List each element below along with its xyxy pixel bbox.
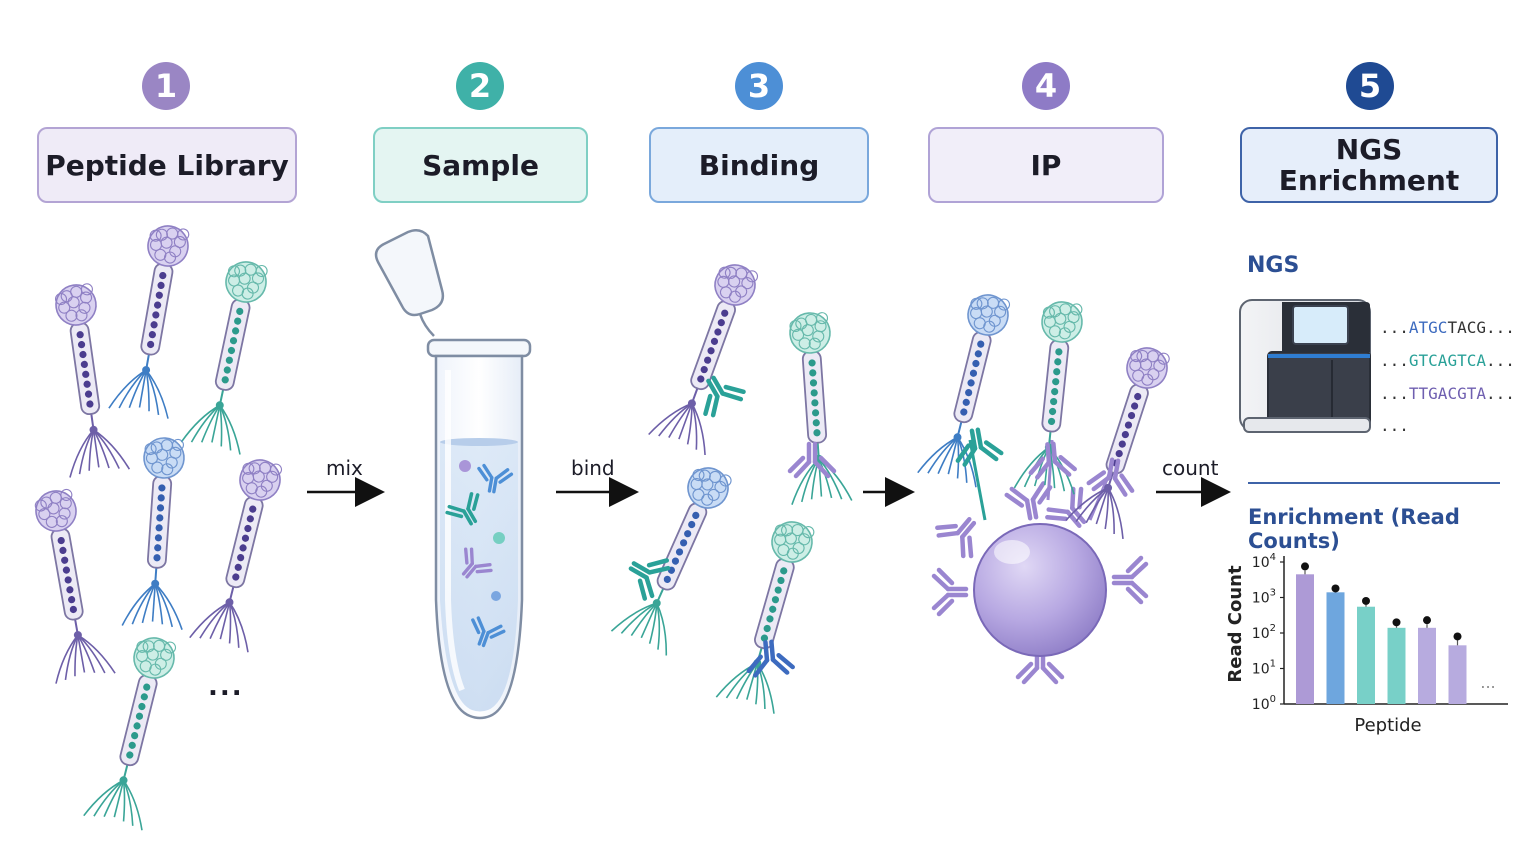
magnetic-bead xyxy=(973,523,1107,657)
antibody-icon xyxy=(1028,441,1077,480)
enrichment-heading: Enrichment (Read Counts) xyxy=(1248,505,1460,553)
bar xyxy=(1357,606,1375,704)
y-tick-label: 100 xyxy=(1252,694,1276,713)
mix-label: mix xyxy=(326,456,363,480)
phage-icon xyxy=(917,294,1011,488)
seq-3-rest: ... xyxy=(1485,384,1515,403)
x-axis-label: Peptide xyxy=(1354,715,1421,736)
antibody-icon xyxy=(1086,457,1135,497)
step-1-number: 1 xyxy=(142,62,190,110)
bar xyxy=(1387,627,1406,704)
data-point xyxy=(1301,562,1309,571)
data-point xyxy=(1423,616,1431,625)
antibody-icon xyxy=(955,427,1004,467)
y-tick-label: 101 xyxy=(1252,659,1276,678)
antibody-icon xyxy=(461,547,493,579)
seq-1-rest: TACG... xyxy=(1447,318,1515,337)
binding-illustration xyxy=(610,264,853,714)
step-2-number: 2 xyxy=(456,62,504,110)
seq-1-prefix: ... xyxy=(1380,318,1409,337)
step-5-number: 5 xyxy=(1346,62,1394,110)
seq-2-highlight: GTCAGTCA xyxy=(1408,351,1486,370)
antibody-icon xyxy=(628,558,671,601)
sequencer-illustration xyxy=(1239,299,1371,433)
step-5-title-line1: NGS xyxy=(1335,133,1403,166)
data-point xyxy=(1362,596,1370,605)
data-point xyxy=(1331,584,1340,593)
antibody-icon xyxy=(1111,555,1149,605)
step-2-title: Sample xyxy=(422,148,539,182)
antibody-icon xyxy=(1045,486,1087,528)
step-4-title: IP xyxy=(1030,148,1062,182)
phage-icon xyxy=(189,459,283,653)
count-label: count xyxy=(1162,456,1219,480)
phage-icon xyxy=(1065,347,1170,540)
antibody-icon xyxy=(477,463,514,494)
step-3-title: Binding xyxy=(698,148,820,182)
sequence-read-2: ...GTCAGTCA... xyxy=(1380,351,1515,370)
phage-icon xyxy=(789,312,853,505)
step-3-title-box: Binding xyxy=(649,127,869,203)
chart-trailing-ellipsis: ... xyxy=(1480,673,1495,692)
data-point xyxy=(1453,632,1462,641)
bar xyxy=(1448,645,1467,704)
phage-icon xyxy=(54,283,131,478)
sample-tube-illustration xyxy=(374,228,532,720)
step-4-title-box: IP xyxy=(928,127,1164,203)
data-point xyxy=(1392,618,1401,627)
y-tick-label: 102 xyxy=(1252,623,1276,642)
antibody-icon xyxy=(471,616,506,648)
phage-icon xyxy=(108,225,190,419)
phage-icon xyxy=(34,488,116,684)
step-2-title-box: Sample xyxy=(373,127,588,203)
seq-2-rest: ... xyxy=(1485,351,1515,370)
phage-icon xyxy=(648,264,759,456)
library-ellipsis: ... xyxy=(208,672,244,702)
antibody-icon xyxy=(445,492,480,526)
phage-icon xyxy=(715,521,815,714)
seq-3-prefix: ... xyxy=(1380,384,1409,403)
sequence-read-1: ...ATGCTACG... xyxy=(1380,318,1515,337)
y-axis-label: Read Count xyxy=(1225,565,1246,683)
phage-icon xyxy=(610,467,732,656)
sequence-more: ... xyxy=(1380,416,1409,435)
phage-icon xyxy=(83,637,177,831)
bind-label: bind xyxy=(571,456,615,480)
antibody-icon xyxy=(787,441,837,479)
antibody-icon xyxy=(703,375,746,418)
enrichment-chart: 100 101 102 103 104... Peptide Read Count xyxy=(1225,552,1508,736)
ip-bead-illustration xyxy=(917,294,1170,685)
y-tick-label: 103 xyxy=(1252,588,1276,607)
phage-icon xyxy=(121,437,185,630)
step-1-title-box: Peptide Library xyxy=(37,127,297,203)
step-1-title: Peptide Library xyxy=(45,148,289,182)
phage-icon xyxy=(1013,301,1083,495)
bar xyxy=(1296,574,1314,704)
step-3-number: 3 xyxy=(735,62,783,110)
antibody-icon xyxy=(935,517,977,559)
sequence-read-3: ...TTGACGTA... xyxy=(1380,384,1515,403)
phage-library-illustration xyxy=(34,225,283,831)
ngs-heading: NGS xyxy=(1247,253,1300,278)
step-4-number: 4 xyxy=(1022,62,1070,110)
bar xyxy=(1418,627,1436,704)
seq-1-highlight: ATGC xyxy=(1408,318,1448,337)
bar xyxy=(1326,592,1345,704)
seq-2-prefix: ... xyxy=(1380,351,1409,370)
phage-icon xyxy=(180,261,268,455)
antibody-icon xyxy=(746,639,795,678)
y-tick-label: 104 xyxy=(1252,552,1276,571)
seq-3-highlight: TTGACGTA xyxy=(1408,384,1486,403)
antibody-icon xyxy=(931,567,969,617)
step-5-title-line2: Enrichment xyxy=(1278,164,1460,197)
step-5-title-box: NGS Enrichment xyxy=(1240,127,1498,203)
